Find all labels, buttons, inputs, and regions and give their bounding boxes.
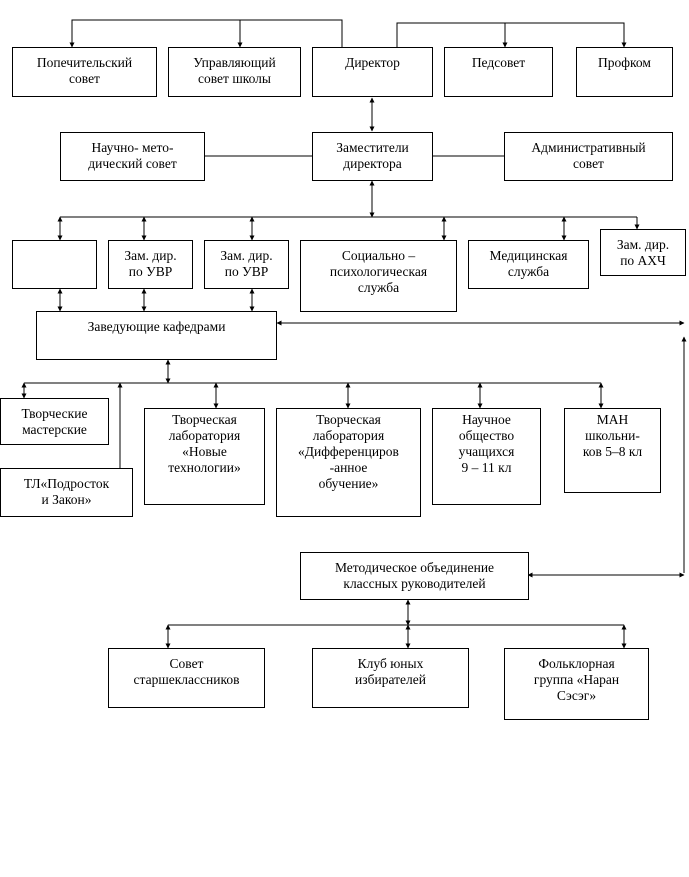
node-label: Зам. дир. по УВР [220,248,273,279]
node-label: Методическое объединение классных руково… [334,560,495,591]
node-label: Совет старшеклассников [133,656,240,687]
node-label: Социально – психологическая служба [329,248,428,295]
node-label: Профком [598,55,651,70]
node-sovet-starsh: Совет старшеклассников [108,648,265,708]
node-label: Творческие мастерские [21,406,88,437]
node-label: Творческая лаборатория «Новые технологии… [168,412,241,475]
node-metod-obed: Методическое объединение классных руково… [300,552,529,600]
node-klub-izbir: Клуб юных избирателей [312,648,469,708]
node-tvorch-masterskie: Творческие мастерские [0,398,109,445]
node-label: Заместители директора [336,140,409,171]
node-profkom: Профком [576,47,673,97]
connector-top-right [396,22,627,48]
node-label: Фольклорная группа «Наран Сэсэг» [533,656,620,703]
node-label: Зам. дир. по АХЧ [616,237,670,268]
node-label: Заведующие кафедрами [87,319,226,334]
node-label: МАН школьни- ков 5–8 кл [582,412,643,459]
node-director: Директор [312,47,433,97]
node-zav-kafedrami: Заведующие кафедрами [36,311,277,360]
node-label: Педсовет [471,55,526,70]
node-label: Попечительский совет [36,55,133,86]
node-label: Медицинская служба [489,248,568,279]
connector-top-left [69,19,343,48]
node-pedsovet: Педсовет [444,47,553,97]
node-upravl-sovet: Управляющий совет школы [168,47,301,97]
node-man: МАН школьни- ков 5–8 кл [564,408,661,493]
node-zam-uvr-2: Зам. дир. по УВР [204,240,289,289]
node-tl-podrostok: ТЛ«Подросток и Закон» [0,468,133,517]
node-blank [12,240,97,289]
node-zamestiteli-direktora: Заместители директора [312,132,433,181]
node-tvorch-lab-new: Творческая лаборатория «Новые технологии… [144,408,265,505]
node-label: Творческая лаборатория «Дифференциров -а… [298,412,399,491]
node-label: ТЛ«Подросток и Закон» [23,476,110,507]
node-admin-sovet: Административный совет [504,132,673,181]
node-tvorch-lab-diff: Творческая лаборатория «Дифференциров -а… [276,408,421,517]
node-zam-ahch: Зам. дир. по АХЧ [600,229,686,276]
node-nauchno-metod-sovet: Научно- мето- дический совет [60,132,205,181]
node-label: Управляющий совет школы [193,55,276,86]
node-label: Директор [345,55,400,70]
node-nauch-obsh: Научное общество учащихся 9 – 11 кл [432,408,541,505]
node-folklor: Фольклорная группа «Наран Сэсэг» [504,648,649,720]
node-label: Административный совет [531,140,646,171]
node-label: Научное общество учащихся 9 – 11 кл [458,412,515,475]
node-label: Научно- мето- дический совет [88,140,177,171]
node-label: Клуб юных избирателей [355,656,426,687]
node-zam-uvr-1: Зам. дир. по УВР [108,240,193,289]
node-social-psych: Социально – психологическая служба [300,240,457,312]
node-medical: Медицинская служба [468,240,589,289]
node-label: Зам. дир. по УВР [124,248,177,279]
node-popechitelsky-sovet: Попечительский совет [12,47,157,97]
